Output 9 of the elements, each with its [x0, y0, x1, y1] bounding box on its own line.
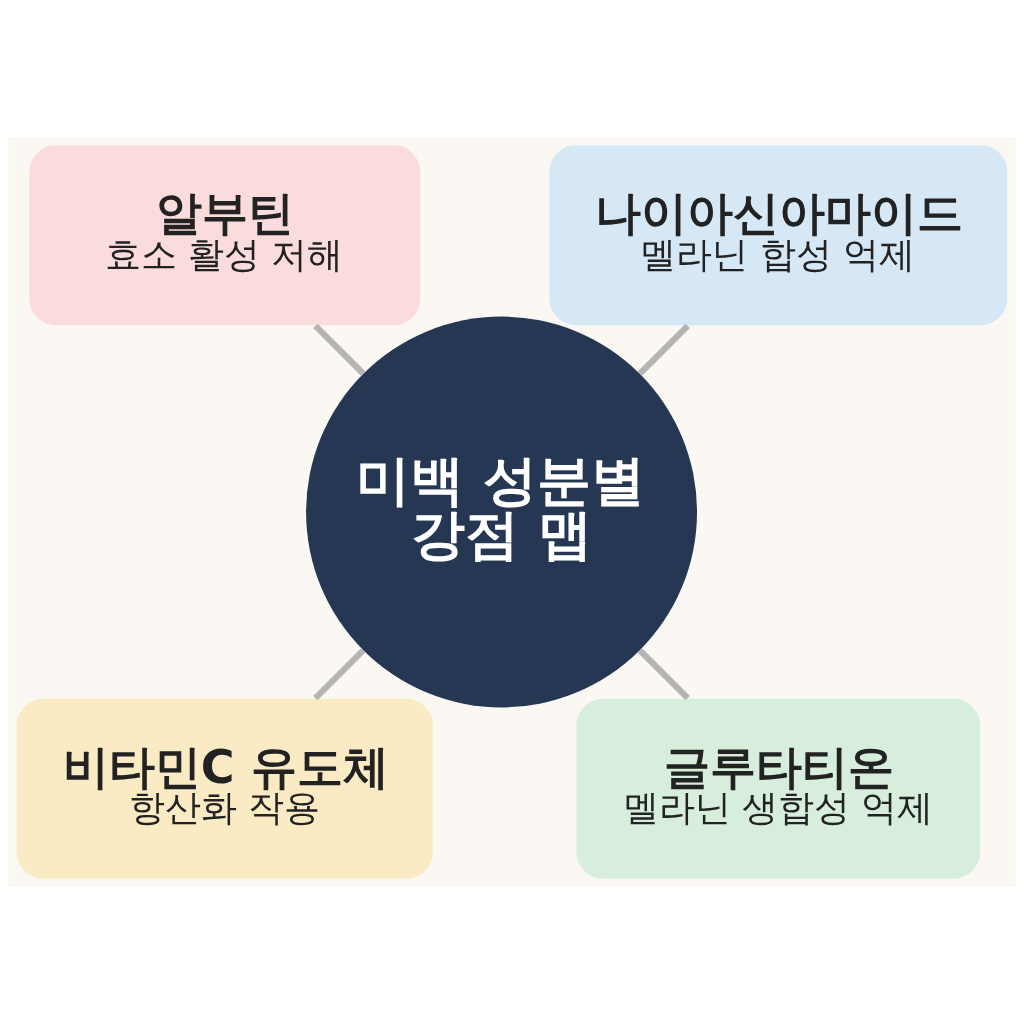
connector	[313, 648, 366, 701]
node-circle: 미백 성분별 강점 맵	[306, 316, 697, 708]
node-box: 글루타티온 멜라닌 생합성 억제	[576, 698, 981, 879]
node-box: 비타민C 유도체 항산화 작용	[16, 698, 433, 879]
node-box: 나이아신아마이드 멜라닌 합성 억제	[549, 145, 1008, 326]
connector	[637, 323, 690, 376]
connector	[637, 648, 690, 701]
node-box: 알부틴 효소 활성 저해	[29, 145, 421, 326]
connector	[313, 323, 366, 376]
